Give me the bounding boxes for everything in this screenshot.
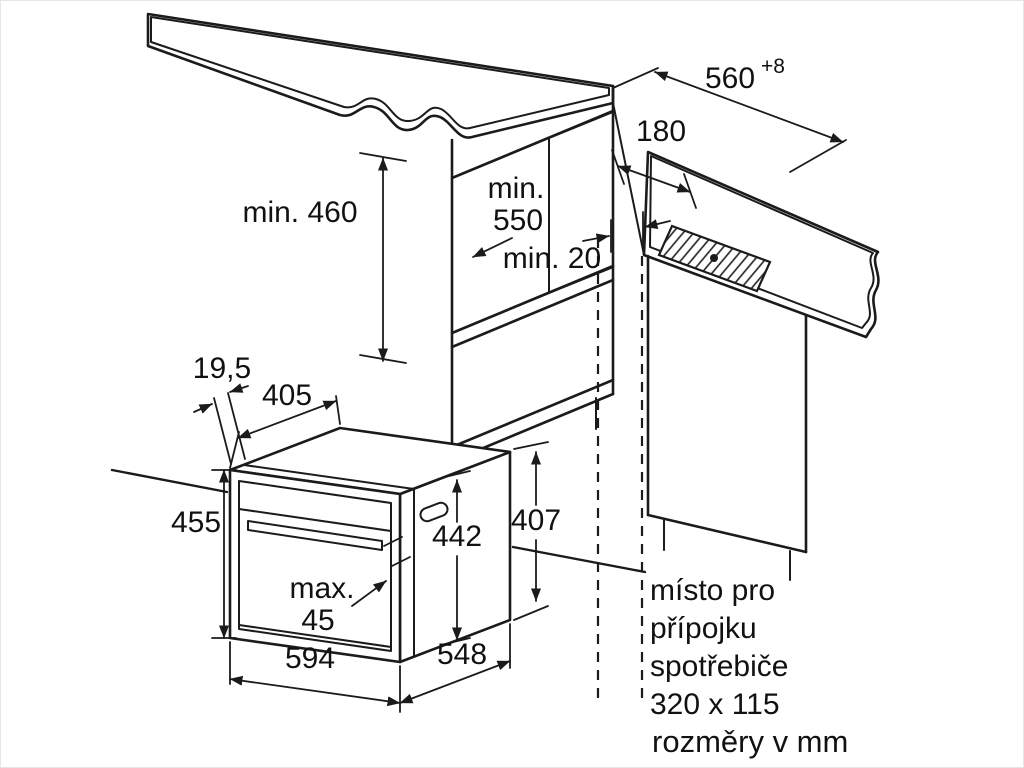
dim-niche-height [359,152,407,364]
dim-niche-depth-leader [472,237,513,258]
right-cabinet-bottom-edge [646,513,808,554]
connection-note: místo pro přípojku spotřebiče 320 x 115 [650,574,788,721]
right-countertop-surface [649,155,875,329]
label-top-depth: 405 [262,379,312,412]
oven-door-handle [247,520,383,551]
dim-rear-gap [582,211,671,253]
dim-connection-offset [611,149,697,209]
right-countertop-outline [642,150,880,339]
dim-oven-depth [399,623,511,704]
floor-line [110,468,647,574]
label-connection-offset: 180 [636,115,686,148]
units-note: rozměry v mm [652,724,848,759]
connection-space-dashed-lines [596,238,644,700]
label-front-frame-depth: 19,5 [193,352,251,385]
label-rear-gap: min. 20 [503,242,601,275]
connection-cutout [657,224,772,293]
label-handle-prefix: max. [289,572,354,605]
connection-note-line2: přípojku [650,612,757,645]
label-body-height: 442 [432,520,482,553]
cabinet-bottom-edge [450,378,615,449]
oven [228,426,512,664]
dim-body-height [444,470,471,645]
oven-side-grip-cutout [419,501,449,523]
oven-front-frame [238,480,392,652]
cabinet-niche [450,84,645,493]
oven-door-bottom-line [238,624,392,648]
connection-note-line4: 320 x 115 [650,688,780,721]
label-niche-height: min. 460 [242,196,357,229]
label-handle-value: 45 [301,604,334,637]
label-niche-width: 560 [705,62,755,95]
oven-control-panel-split [238,508,392,532]
label-side-height: 407 [511,504,561,537]
connection-point-dot [710,254,718,262]
dim-top-depth [229,395,341,469]
left-countertop-outline [146,12,615,139]
left-countertop [146,12,615,139]
label-oven-depth: 548 [437,638,487,671]
right-cabinet [646,254,808,581]
right-countertop [642,150,880,339]
dim-front-height [211,469,237,639]
niche-interior-edges [451,111,614,334]
label-oven-width: 594 [285,642,335,675]
connection-note-line1: místo pro [650,574,775,607]
label-niche-depth-value: 550 [493,204,543,237]
oven-frame-top-line [243,464,415,490]
niche-shelf-bottom-edge [450,278,615,349]
dim-handle-protrusion [351,536,411,607]
label-front-height: 455 [171,506,221,539]
dim-niche-width [612,67,847,173]
dim-front-frame-depth [193,383,249,465]
dim-side-height [513,441,549,621]
connection-note-line3: spotřebiče [650,650,788,683]
label-niche-depth-prefix: min. [488,172,545,205]
left-countertop-surface [150,16,610,130]
label-niche-width-tolerance: +8 [761,55,785,78]
